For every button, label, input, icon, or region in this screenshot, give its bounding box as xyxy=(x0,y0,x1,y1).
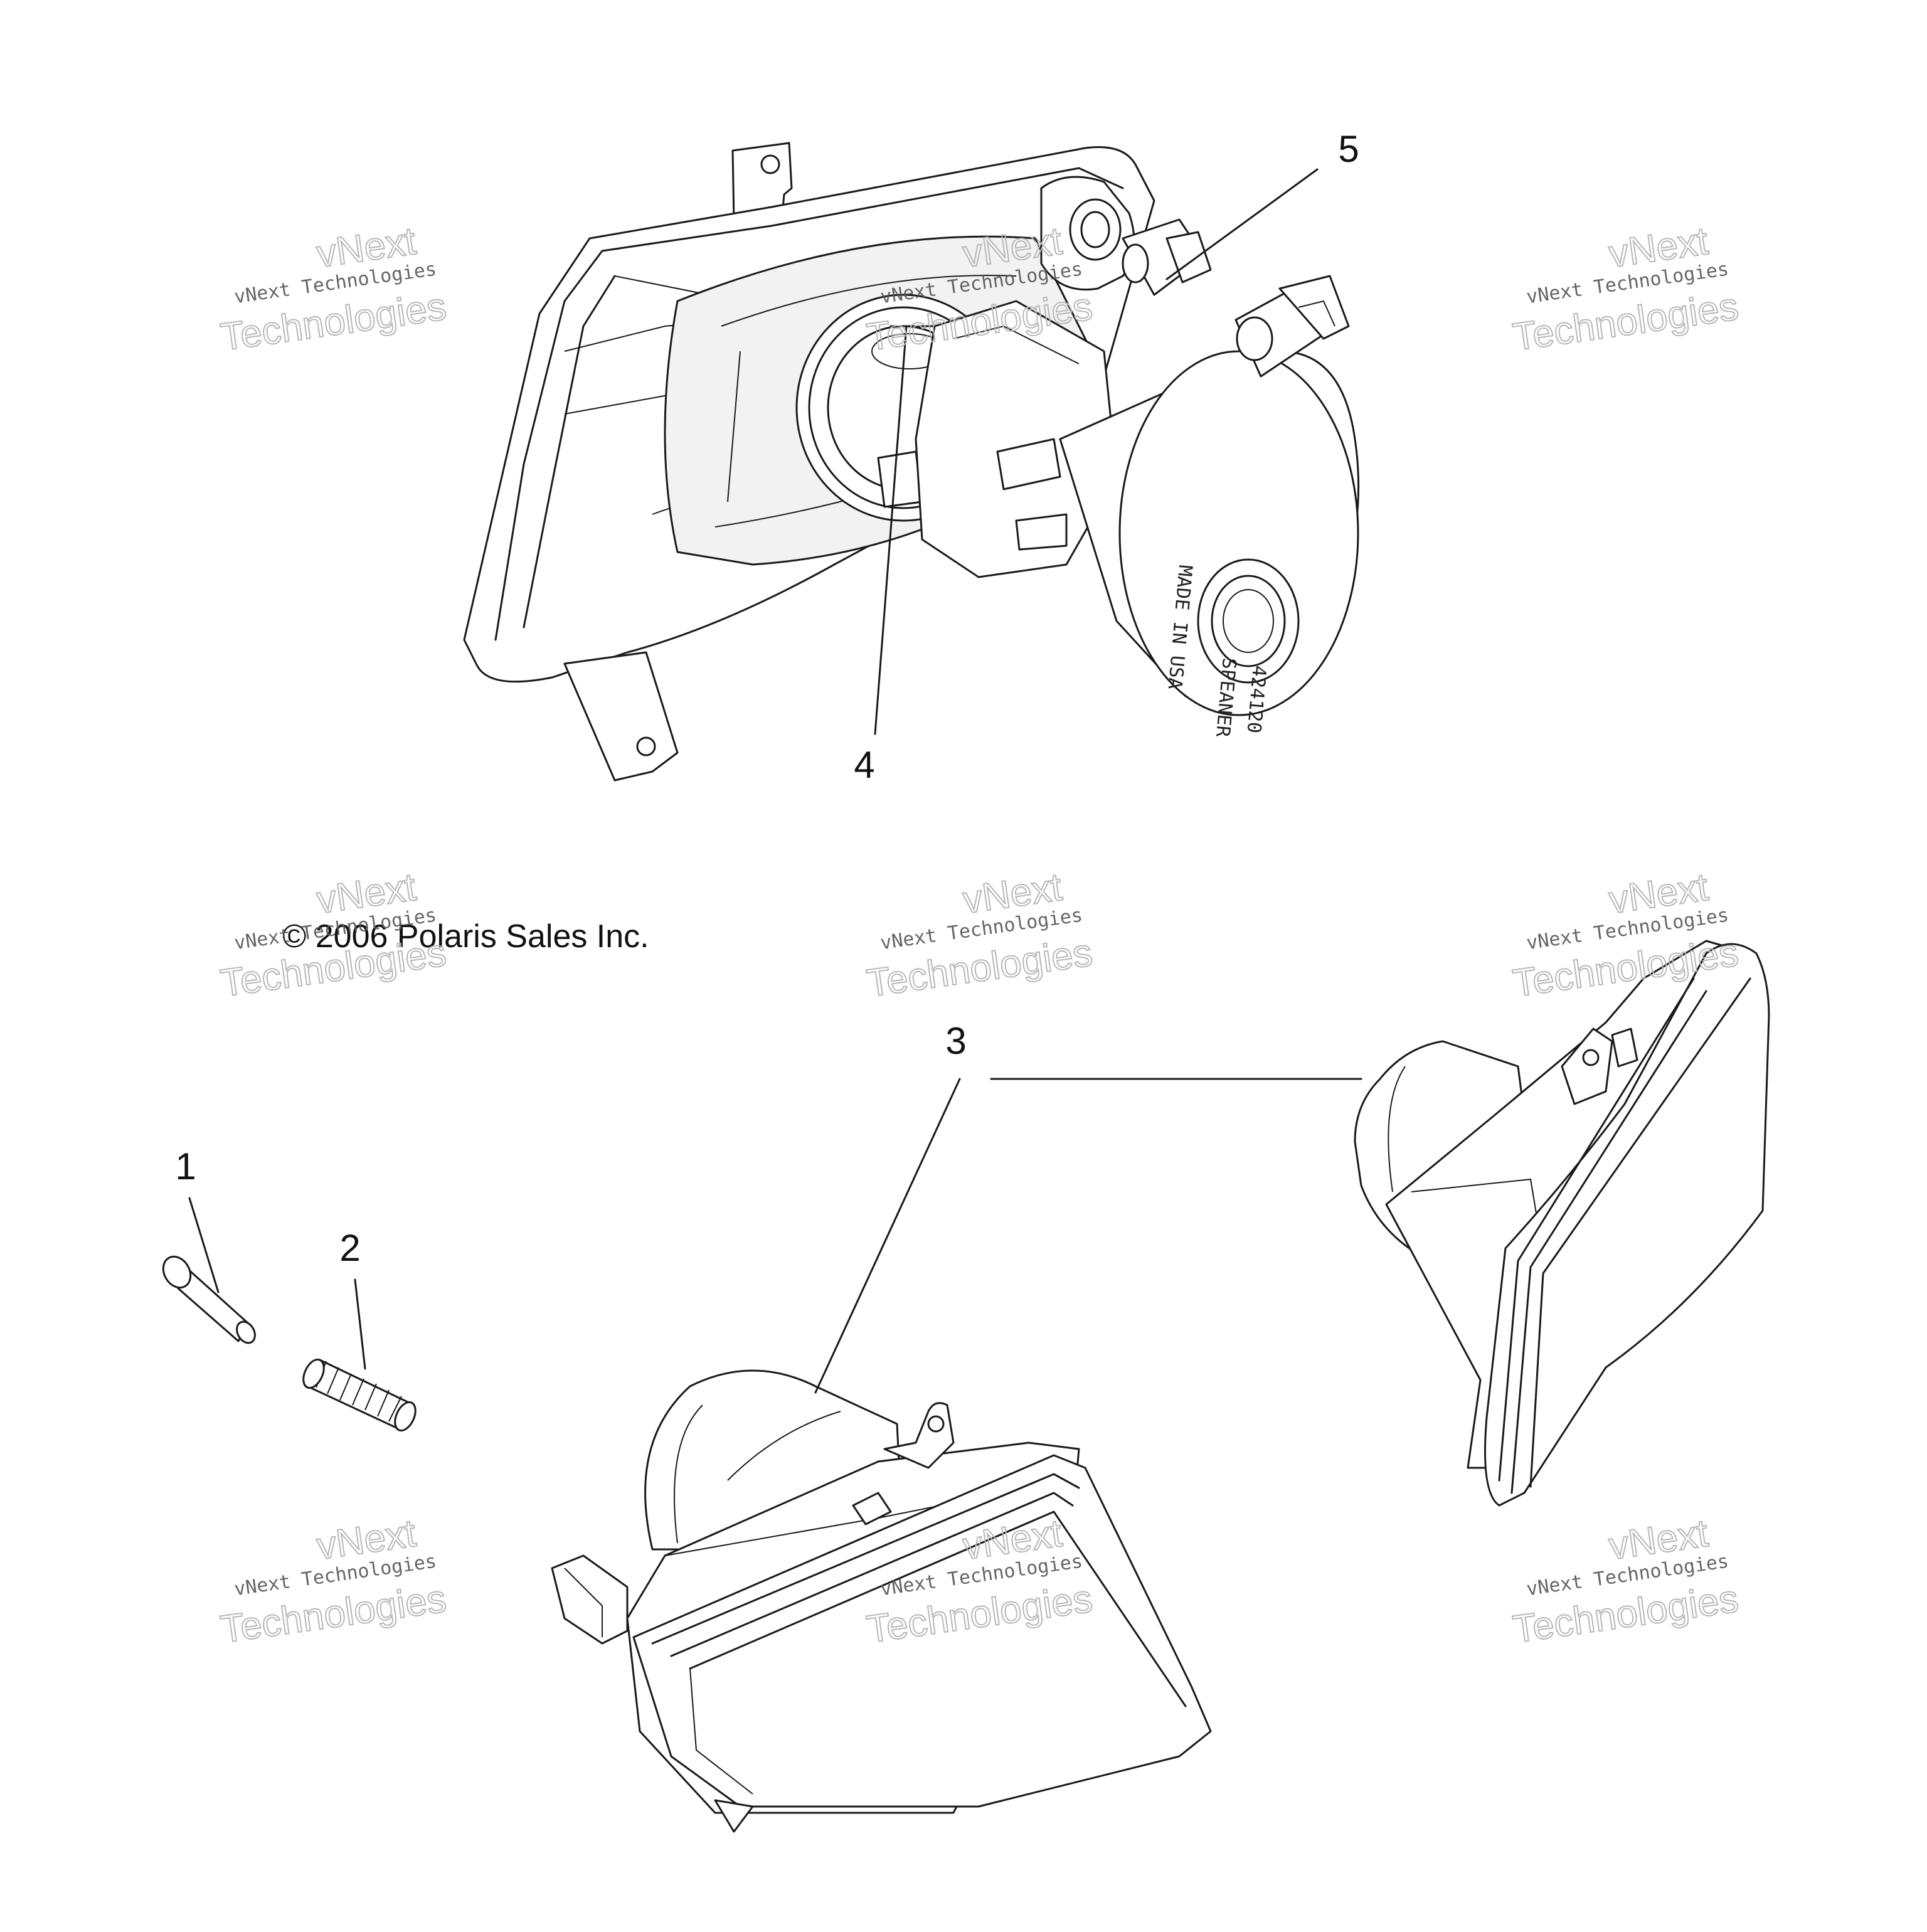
leader-line-2 xyxy=(354,1278,366,1370)
watermark-bottom-left: vNext vNext Technologies Technologies xyxy=(218,1511,450,1652)
watermark-top-left: vNext vNext Technologies Technologies xyxy=(218,219,450,360)
callout-5: 5 xyxy=(1338,128,1359,170)
watermark-mid-center: vNext vNext Technologies Technologies xyxy=(864,865,1096,1006)
callout-4: 4 xyxy=(854,744,874,786)
leader-line-1 xyxy=(188,1197,220,1293)
wire-connector-part-5 xyxy=(1234,275,1350,378)
leader-line-4 xyxy=(874,325,908,735)
callout-1: 1 xyxy=(175,1145,196,1187)
watermark-bottom-right: vNext vNext Technologies Technologies xyxy=(1510,1511,1742,1652)
small-bulb-part-5 xyxy=(1122,218,1212,296)
pin-part-1 xyxy=(162,1255,256,1344)
watermark-top-right: vNext vNext Technologies Technologies xyxy=(1510,219,1742,360)
leader-line-3a xyxy=(814,1078,961,1394)
spring-part-2 xyxy=(302,1358,417,1432)
headlamp-housing-rear-view: MADE IN USA 424120 SPEANER xyxy=(463,142,1360,782)
leader-line-5 xyxy=(1165,168,1319,280)
copyright-notice: © 2006 Polaris Sales Inc. xyxy=(282,918,649,955)
headlamp-assembly-left xyxy=(551,1369,1212,1833)
headlamp-assembly-right xyxy=(1354,940,1770,1507)
callout-2: 2 xyxy=(339,1227,360,1269)
callout-3: 3 xyxy=(945,1020,966,1062)
